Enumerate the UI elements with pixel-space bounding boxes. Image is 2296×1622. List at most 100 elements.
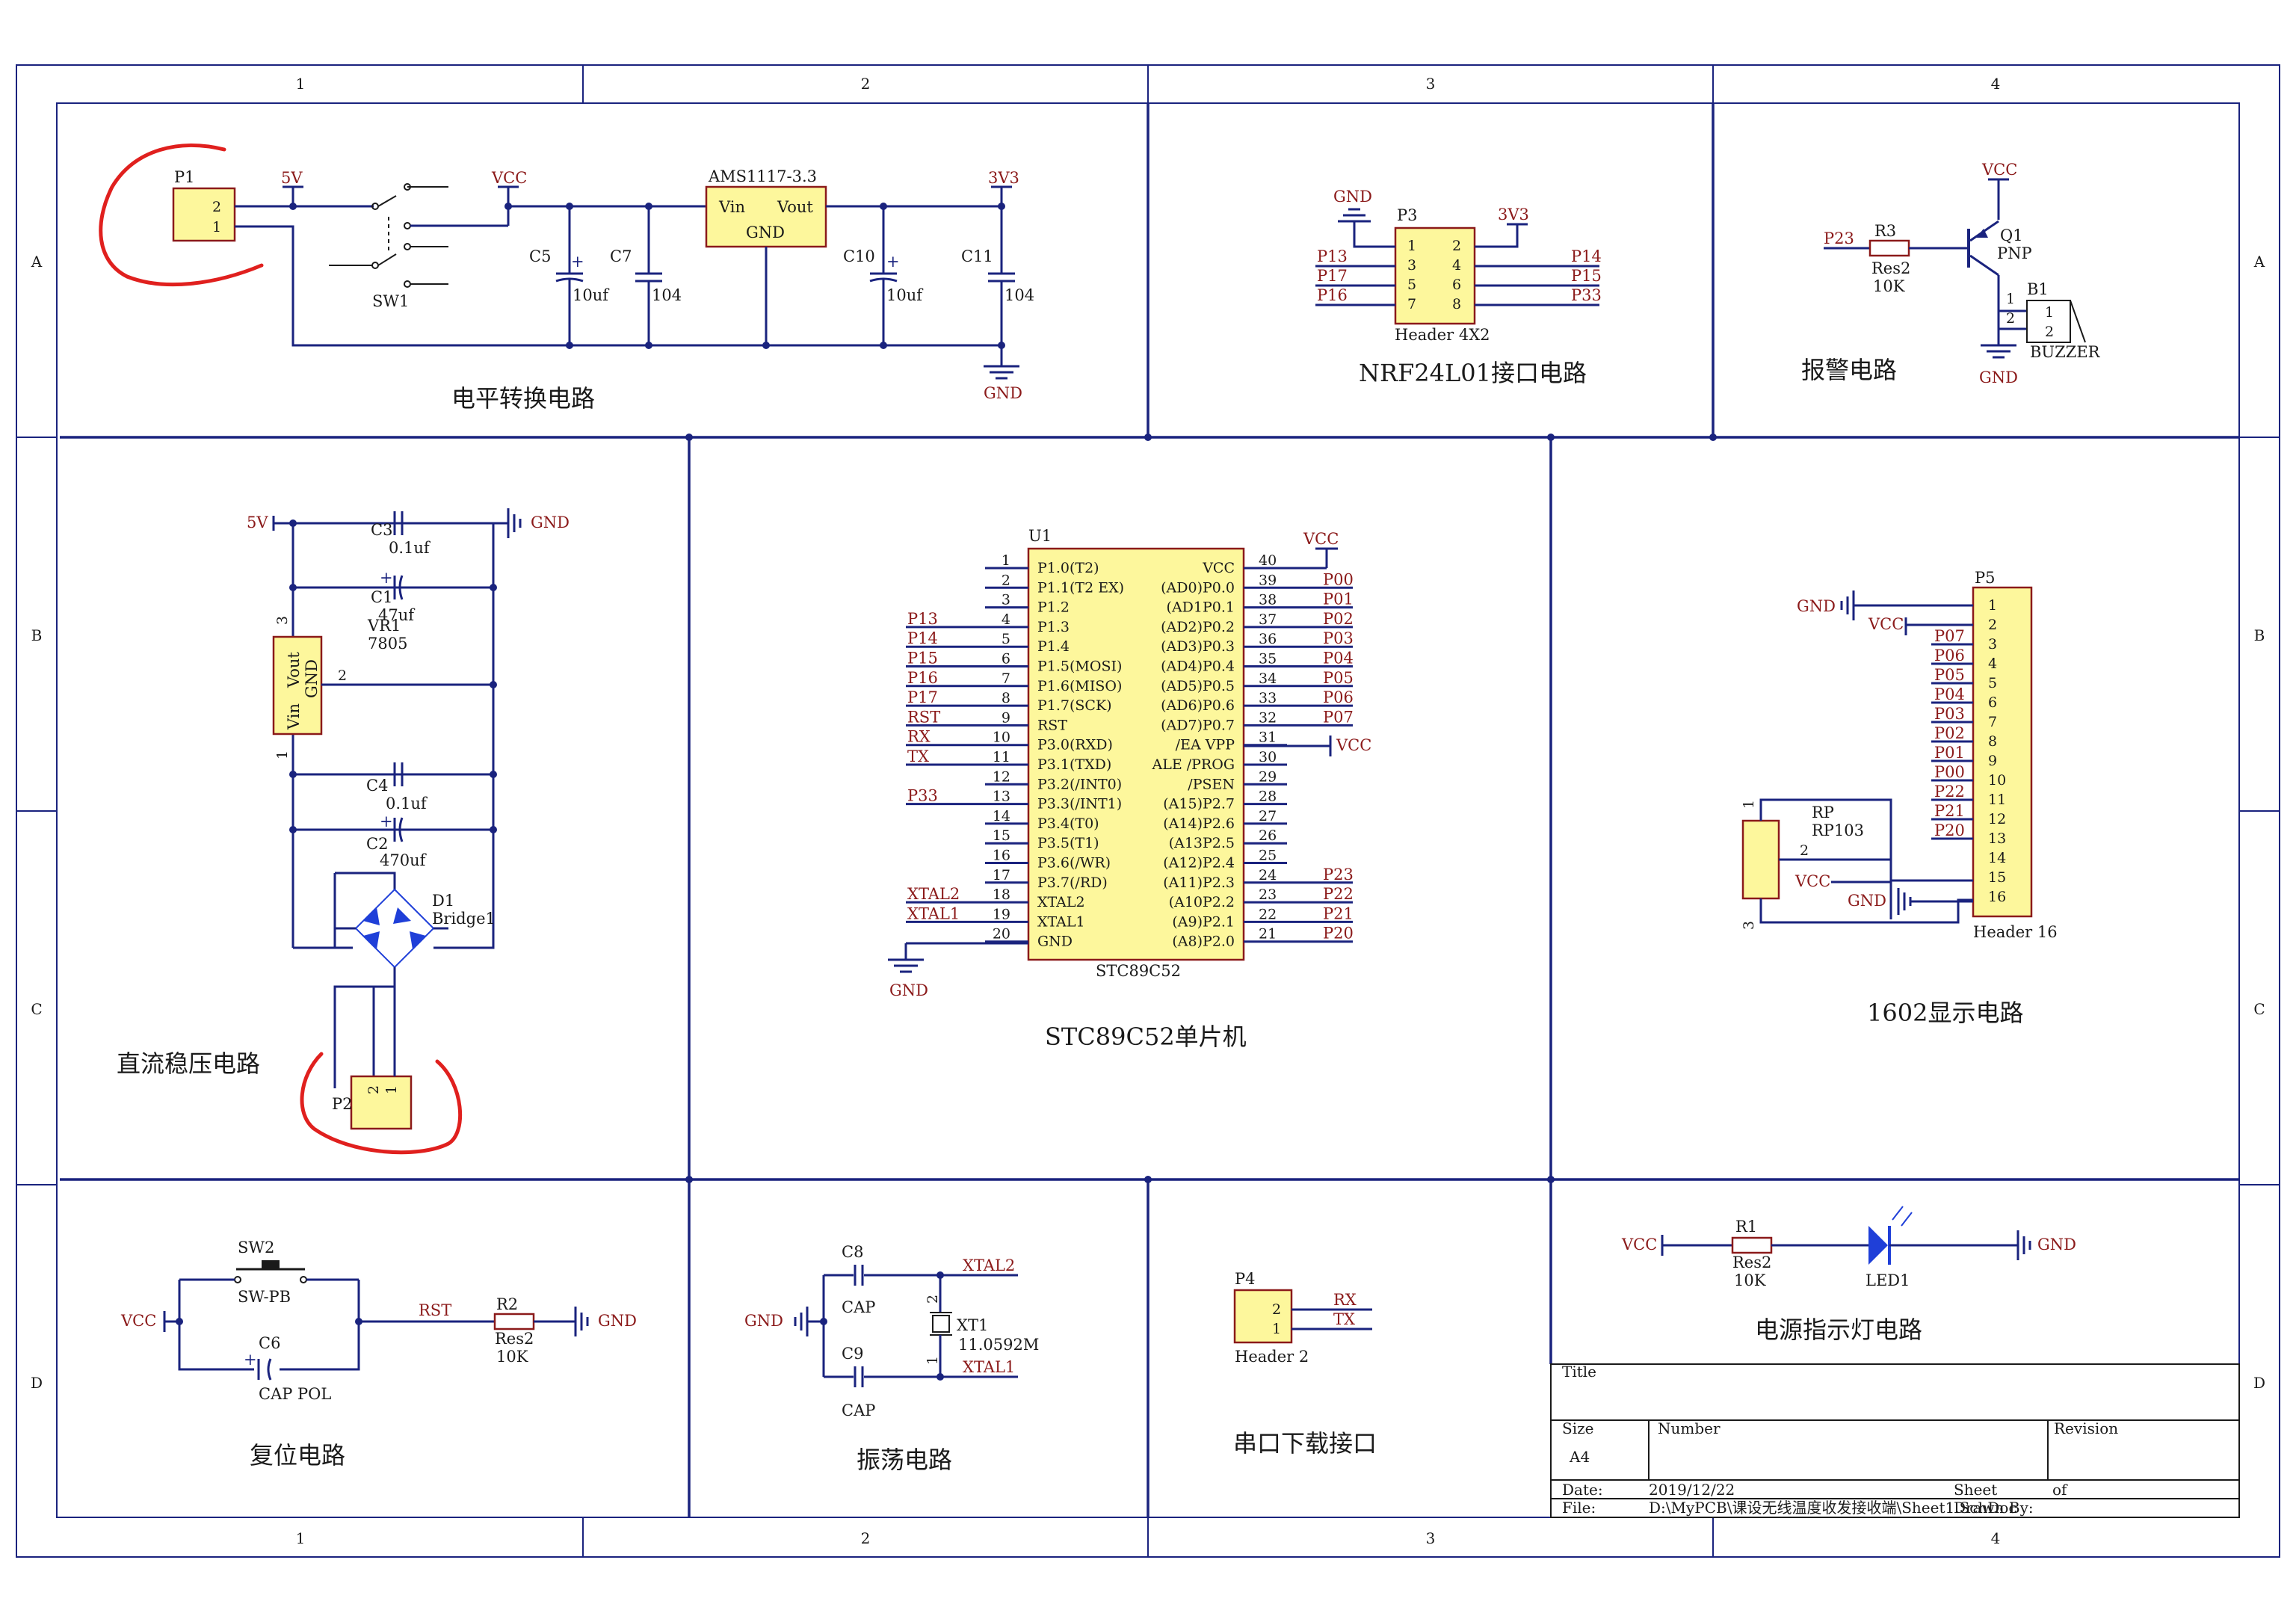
c8-ref: C8 xyxy=(842,1243,863,1261)
pin-name: (AD2)P0.2 xyxy=(1161,619,1235,635)
pin-number: 24 xyxy=(1259,867,1277,884)
net-rst: RST xyxy=(419,1301,451,1319)
d1-type: Bridge1 xyxy=(432,910,496,928)
net-label: P05 xyxy=(1934,666,1965,684)
vr1-type: 7805 xyxy=(368,635,407,653)
pin-name: P3.3(/INT1) xyxy=(1037,796,1122,812)
pin-name: P1.0(T2) xyxy=(1037,560,1099,576)
revision-label: Revision xyxy=(2054,1419,2118,1437)
c2-ref: C2 xyxy=(366,835,388,853)
pin-number: 13 xyxy=(993,789,1010,805)
net-label: P00 xyxy=(1323,570,1354,588)
pin-name: XTAL1 xyxy=(1037,913,1085,930)
pin-number: 23 xyxy=(1259,886,1277,903)
p1-connector xyxy=(172,187,236,242)
pin-number: 3 xyxy=(1741,921,1757,930)
net-label: P01 xyxy=(1323,590,1354,608)
pin-name: RST xyxy=(1037,717,1067,733)
section-title: 报警电路 xyxy=(1801,356,1897,384)
c9-ref: C9 xyxy=(842,1345,863,1363)
c7-ref: C7 xyxy=(610,247,632,265)
c5-ref: C5 xyxy=(529,247,551,265)
net-label: RX xyxy=(907,728,931,746)
pin-number: 1 xyxy=(383,1085,400,1094)
r3-value: 10K xyxy=(1873,277,1905,295)
pin-name: (A13P2.5 xyxy=(1169,835,1235,851)
bridge-rectifier-icon xyxy=(354,888,435,969)
pin-name: (AD1P0.1 xyxy=(1167,599,1235,616)
pin-number: 1 xyxy=(1272,1321,1281,1337)
net-label: P17 xyxy=(907,688,938,706)
xt1-value: 11.0592M xyxy=(958,1336,1039,1354)
size-label: Size xyxy=(1562,1419,1593,1437)
pin-number: 2 xyxy=(338,667,347,684)
c3-ref: C3 xyxy=(371,521,392,539)
led-icon xyxy=(1868,1206,1913,1265)
c11-ref: C11 xyxy=(961,247,993,265)
ground-icon xyxy=(507,508,522,538)
pin-name: (AD4)P0.4 xyxy=(1161,659,1235,675)
net-vcc: VCC xyxy=(1981,161,2017,179)
pin-name: ALE /PROG xyxy=(1152,756,1235,773)
number-label: Number xyxy=(1658,1419,1721,1437)
c1-value: 47uf xyxy=(378,606,416,624)
d1-ref: D1 xyxy=(432,892,454,910)
xt1-ref: XT1 xyxy=(957,1316,988,1334)
p3-ref: P3 xyxy=(1397,206,1418,224)
column-label: 1 xyxy=(296,1529,306,1547)
section-title: 复位电路 xyxy=(250,1441,345,1470)
c2-value: 470uf xyxy=(380,851,428,869)
net-label: TX xyxy=(907,747,929,765)
q1-type: PNP xyxy=(1997,244,2032,262)
pin-number: 3 xyxy=(1407,257,1416,274)
pin-number: 1 xyxy=(1407,238,1416,254)
pin-number: 26 xyxy=(1259,827,1277,844)
net-xtal2: XTAL2 xyxy=(963,1256,1015,1274)
vr1-vout: Vout xyxy=(285,652,303,688)
nrf24l01-circuit: P3 Header 4X2 1 3 5 7 2 4 6 8 GND 3V3 P1… xyxy=(1315,188,1602,387)
section-title: 直流稳压电路 xyxy=(117,1049,260,1078)
dc-regulator-circuit: 5V GND C3 0.1uf + C1 47uf VR1 7805 Vin V… xyxy=(117,508,570,1130)
c4-value: 0.1uf xyxy=(386,795,428,812)
net-vcc: VCC xyxy=(1868,615,1904,633)
pin-name: P1.2 xyxy=(1037,599,1070,616)
row-label: B xyxy=(31,626,43,644)
pin-number: 2 xyxy=(1452,238,1461,254)
pin-number: 12 xyxy=(993,768,1010,785)
net-label: P21 xyxy=(1323,904,1354,922)
pin-name: (A8)P2.0 xyxy=(1172,934,1235,950)
q1-ref: Q1 xyxy=(2000,226,2023,244)
column-label: 2 xyxy=(861,75,871,93)
pin-number: 32 xyxy=(1259,709,1277,726)
pin-number: 1 xyxy=(212,219,221,235)
r1-value: 10K xyxy=(1734,1271,1766,1289)
net-xtal1: XTAL1 xyxy=(963,1358,1015,1376)
pin-number: 35 xyxy=(1259,651,1277,667)
pin-number: 5 xyxy=(1002,631,1010,647)
file-value: D:\MyPCB\课设无线温度收发接收端\Sheet1.SchDoc xyxy=(1649,1499,2017,1517)
net-vcc: VCC xyxy=(1303,530,1339,548)
pin-number: 11 xyxy=(1988,792,2006,808)
pin-number: 34 xyxy=(1259,670,1277,687)
u1-ref: U1 xyxy=(1028,527,1052,545)
pin-number: 7 xyxy=(1407,296,1416,312)
pin-name: P3.2(/INT0) xyxy=(1037,776,1122,792)
polarity-mark: + xyxy=(380,812,393,830)
ground-icon xyxy=(984,365,1019,380)
r2-type: Res2 xyxy=(495,1330,534,1348)
net-label: P03 xyxy=(1934,705,1965,723)
pin-number: 14 xyxy=(1988,850,2006,866)
net-vcc: VCC xyxy=(1621,1236,1657,1253)
ground-icon xyxy=(1840,590,1855,620)
pin-number: 2 xyxy=(212,199,221,215)
net-label: P22 xyxy=(1323,885,1354,903)
pin-number: 28 xyxy=(1259,789,1277,805)
pin-number: 13 xyxy=(1988,830,2006,847)
net-vcc: VCC xyxy=(120,1312,156,1330)
net-label: P02 xyxy=(1934,724,1965,742)
section-title: 振荡电路 xyxy=(857,1446,952,1474)
section-dividers xyxy=(60,103,2239,1517)
q1-pnp-transistor xyxy=(1967,220,1999,277)
net-3v3: 3V3 xyxy=(1498,206,1529,223)
